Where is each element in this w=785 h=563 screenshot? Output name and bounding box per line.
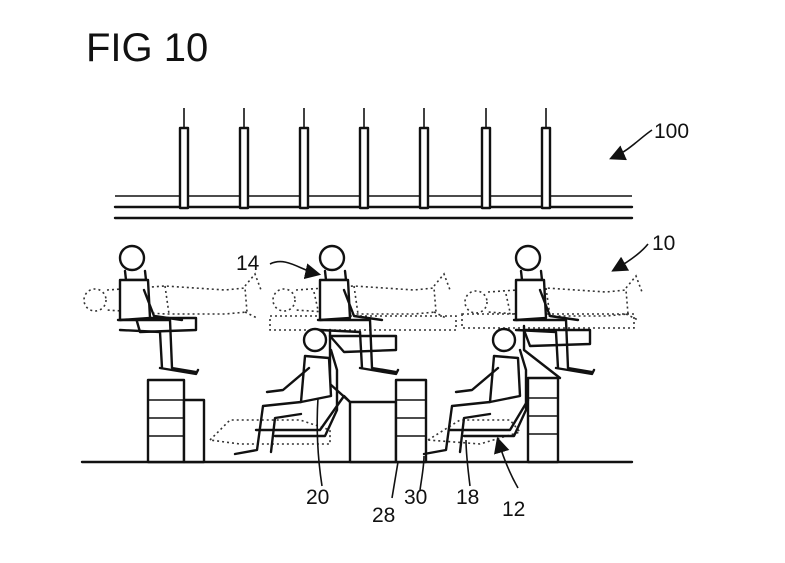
hanger-rods [178,108,552,210]
reference-leaders [269,129,653,499]
reference-numerals: 100 10 14 20 28 30 18 12 [236,120,689,527]
figure-title: FIG 10 [86,26,208,70]
overhead-structure [113,108,634,220]
label-12: 12 [502,498,525,521]
label-30: 30 [404,486,427,509]
label-14: 14 [236,252,260,275]
label-18: 18 [456,486,479,509]
label-20: 20 [306,486,329,509]
label-10: 10 [652,232,675,255]
label-100: 100 [654,120,689,143]
label-28: 28 [372,504,395,527]
seat-structures [134,316,592,464]
